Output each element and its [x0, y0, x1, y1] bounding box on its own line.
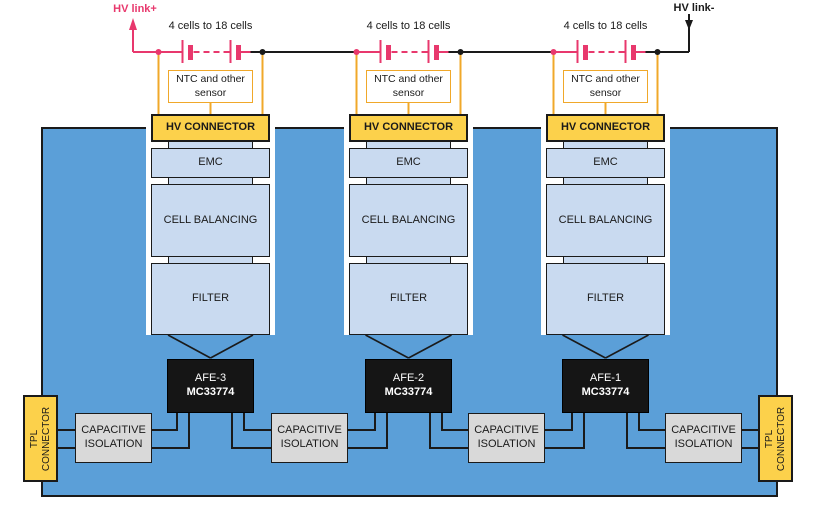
ntc-sensor-box-3: NTC and other sensor	[563, 70, 648, 103]
capacitive-isolation-3: CAPACITIVE ISOLATION	[468, 413, 545, 463]
capacitive-isolation-1: CAPACITIVE ISOLATION	[75, 413, 152, 463]
hv-connector-1: HV CONNECTOR	[151, 114, 270, 142]
capacitive-isolation-4: CAPACITIVE ISOLATION	[665, 413, 742, 463]
capacitive-isolation-2: CAPACITIVE ISOLATION	[271, 413, 348, 463]
cell-balancing-block-1: CELL BALANCING	[151, 184, 270, 257]
cell-balancing-block-2: CELL BALANCING	[349, 184, 468, 257]
emc-block-2: EMC	[349, 148, 468, 178]
hv-connector-3: HV CONNECTOR	[546, 114, 665, 142]
cells-label-3: 4 cells to 18 cells	[563, 20, 648, 32]
ntc-sensor-box-2: NTC and other sensor	[366, 70, 451, 103]
ntc-sensor-box-1: NTC and other sensor	[168, 70, 253, 103]
tpl-connector-left: TPL CONNECTOR	[23, 395, 58, 482]
cells-label-2: 4 cells to 18 cells	[366, 20, 451, 32]
filter-block-2: FILTER	[349, 263, 468, 335]
hv-link-plus-wire	[129, 18, 137, 52]
filter-block-3: FILTER	[546, 263, 665, 335]
cell-balancing-block-3: CELL BALANCING	[546, 184, 665, 257]
cells-label-1: 4 cells to 18 cells	[168, 20, 253, 32]
emc-block-1: EMC	[151, 148, 270, 178]
hv-link-minus-label: HV link-	[673, 2, 715, 14]
emc-block-3: EMC	[546, 148, 665, 178]
afe-chip-2: AFE-2 MC33774	[365, 359, 452, 413]
hv-connector-2: HV CONNECTOR	[349, 114, 468, 142]
hv-link-plus-label: HV link+	[113, 3, 157, 15]
filter-block-1: FILTER	[151, 263, 270, 335]
tpl-connector-right: TPL CONNECTOR	[758, 395, 793, 482]
afe-chip-1: AFE-1 MC33774	[562, 359, 649, 413]
afe-chip-3: AFE-3 MC33774	[167, 359, 254, 413]
